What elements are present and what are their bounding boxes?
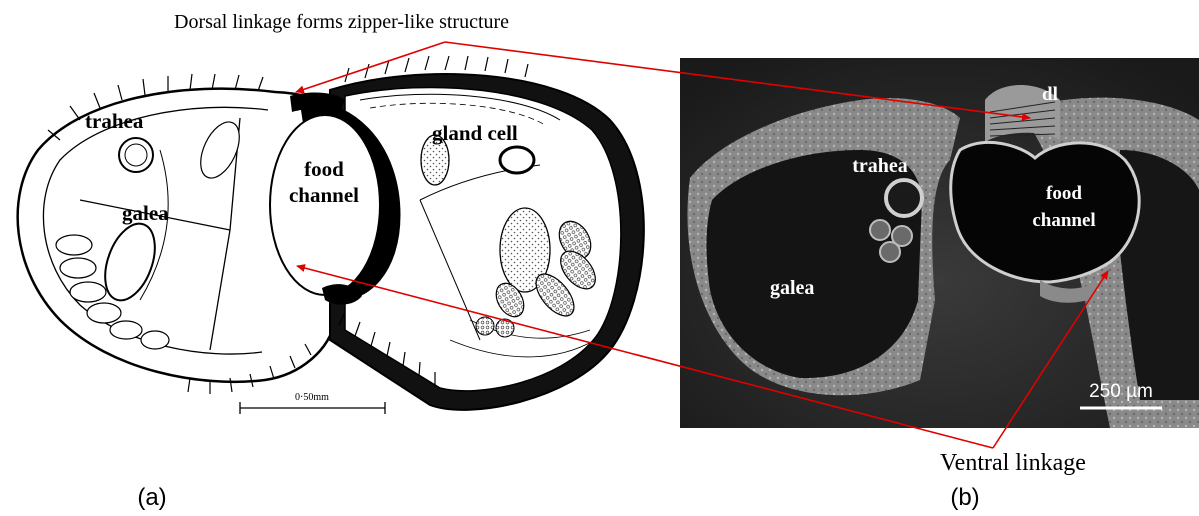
panel-b-micrograph — [680, 58, 1199, 428]
ventral-linkage-annotation: Ventral linkage — [940, 450, 1086, 476]
panel-a-channel-label: channel — [289, 183, 359, 207]
panel-a-label: (a) — [137, 484, 166, 511]
muscle — [70, 282, 106, 302]
gland-trachea — [500, 147, 534, 173]
panel-a-galea-label: galea — [122, 201, 169, 225]
muscle — [60, 258, 96, 278]
panel-a-trahea-label: trahea — [85, 109, 144, 133]
panel-b-scale-label: 250 µm — [1089, 381, 1153, 402]
panel-b-trahea-label: trahea — [852, 155, 908, 177]
panel-a-food-label: food — [304, 157, 344, 181]
panel-b-galea-label: galea — [770, 277, 814, 299]
muscle — [110, 321, 142, 339]
muscle — [56, 235, 92, 255]
trachea-lumen — [125, 144, 147, 166]
dorsal-linkage-annotation: Dorsal linkage forms zipper-like structu… — [174, 11, 509, 33]
panel-a-scale-label: 0·50mm — [295, 392, 329, 403]
panel-b-food-label: food — [1046, 183, 1082, 204]
panel-a-gland-cell-label: gland cell — [432, 121, 518, 145]
sem-trachea — [886, 180, 922, 216]
panel-b-channel-label: channel — [1032, 210, 1095, 231]
gland-cell — [476, 317, 494, 335]
panel-b-dl-label: dl — [1042, 84, 1058, 105]
panel-b-label: (b) — [950, 484, 979, 511]
muscle — [141, 331, 169, 349]
muscle — [87, 303, 121, 323]
